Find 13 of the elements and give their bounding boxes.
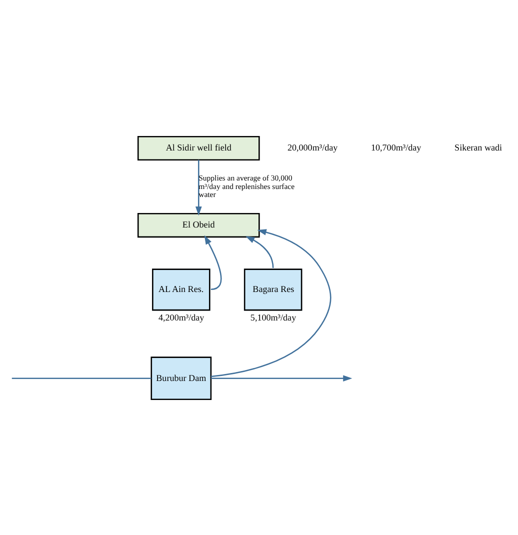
label: Sikeran wadi — [454, 142, 502, 152]
arrow — [246, 236, 274, 268]
node-label: 5,100m³/day — [250, 312, 296, 322]
label: 20,000m³/day — [287, 142, 338, 152]
node-label: 4,200m³/day — [158, 312, 204, 322]
node-box: Al Sidir well field — [137, 135, 260, 160]
label: 10,700m³/day — [370, 142, 422, 152]
arrow — [195, 159, 202, 216]
arrow — [210, 374, 352, 382]
node-box: El Obeid — [137, 212, 260, 238]
arrow — [210, 228, 332, 377]
node-box: Burubur Dam — [150, 356, 212, 400]
connector — [12, 377, 152, 379]
